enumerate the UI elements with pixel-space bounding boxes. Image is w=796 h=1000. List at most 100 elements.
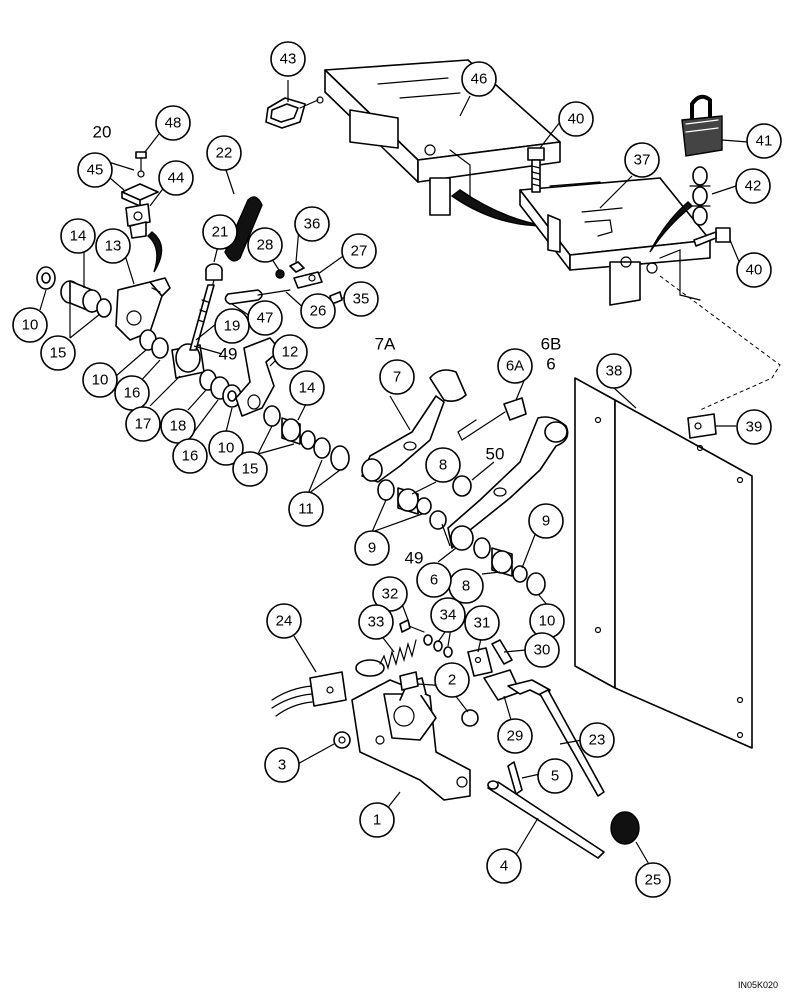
svg-text:27: 27 — [351, 243, 368, 260]
svg-text:2: 2 — [448, 672, 456, 689]
svg-text:48: 48 — [165, 115, 182, 132]
spring-33 — [355, 639, 417, 677]
nut-36 — [289, 261, 305, 273]
bushing-15-14-left — [60, 280, 112, 318]
svg-text:44: 44 — [168, 170, 185, 187]
svg-text:22: 22 — [216, 145, 233, 162]
pin-47 — [224, 289, 291, 305]
callout-25: 25 — [635, 862, 671, 898]
callout-48: 48 — [155, 105, 191, 141]
svg-text:15: 15 — [50, 345, 67, 362]
svg-text:16: 16 — [124, 385, 141, 402]
rod-21 — [189, 284, 215, 351]
pin-5 — [507, 761, 523, 795]
callout-45: 45 — [77, 152, 113, 188]
callout-41: 41 — [746, 123, 782, 159]
rod-23 — [507, 679, 605, 797]
svg-text:38: 38 — [606, 363, 623, 380]
svg-text:26: 26 — [310, 303, 327, 320]
callout-12: 12 — [272, 334, 308, 370]
svg-text:4: 4 — [500, 858, 508, 875]
svg-text:18: 18 — [170, 418, 187, 435]
svg-text:6: 6 — [430, 572, 438, 589]
callout-3: 3 — [264, 747, 300, 783]
bolt-40-top — [527, 147, 545, 193]
callout-40: 40 — [558, 101, 594, 137]
svg-text:43: 43 — [280, 51, 297, 68]
callout-16: 16 — [114, 375, 150, 411]
svg-text:10: 10 — [539, 613, 556, 630]
callout-5: 5 — [537, 758, 573, 794]
svg-text:14: 14 — [299, 380, 316, 397]
collar-21 — [205, 263, 223, 281]
callout-14: 14 — [60, 218, 96, 254]
label-49-upper: 49 — [219, 345, 238, 364]
svg-text:15: 15 — [242, 461, 259, 478]
callout-33: 33 — [358, 604, 394, 640]
callout-35: 35 — [343, 281, 379, 317]
washer-18-16 — [199, 369, 230, 400]
bracket-46 — [324, 59, 561, 216]
arrow-44-to-13 — [146, 231, 163, 273]
bushing-15-14-mid — [263, 405, 350, 471]
svg-text:8: 8 — [439, 457, 447, 474]
callout-37: 37 — [624, 142, 660, 178]
bushing-3 — [333, 731, 351, 749]
bolt-40-right — [693, 227, 731, 247]
svg-text:6A: 6A — [506, 358, 524, 375]
handle-43 — [265, 96, 324, 129]
wire-harness-24 — [271, 671, 347, 717]
callout-7: 7 — [379, 359, 415, 395]
callout-6: 6 — [416, 562, 452, 598]
pin-30 — [491, 639, 513, 665]
callout-1: 1 — [359, 802, 395, 838]
label-50: 50 — [486, 445, 505, 464]
svg-text:36: 36 — [304, 216, 321, 233]
block-31 — [467, 647, 493, 677]
callout-23: 23 — [579, 722, 615, 758]
svg-text:5: 5 — [551, 768, 559, 785]
callout-2: 2 — [434, 662, 470, 698]
label-20: 20 — [93, 123, 112, 142]
callout-22: 22 — [206, 135, 242, 171]
svg-text:31: 31 — [474, 615, 491, 632]
callout-19: 19 — [214, 308, 250, 344]
bushing-2 — [399, 671, 479, 727]
ball-28 — [275, 269, 285, 279]
label-49-lower: 49 — [405, 549, 424, 568]
callout-18: 18 — [160, 408, 196, 444]
label-6: 6 — [546, 355, 555, 374]
svg-text:9: 9 — [368, 540, 376, 557]
callout-21: 21 — [202, 214, 238, 250]
svg-text:39: 39 — [746, 419, 763, 436]
leader-lines — [39, 80, 749, 867]
callout-29: 29 — [497, 718, 533, 754]
padlock-41 — [681, 94, 723, 157]
callout-10: 10 — [529, 603, 565, 639]
callout-46: 46 — [461, 61, 497, 97]
screw-48 — [135, 151, 147, 178]
callout-10: 10 — [82, 362, 118, 398]
callout-16: 16 — [172, 438, 208, 474]
svg-text:30: 30 — [534, 642, 551, 659]
svg-text:40: 40 — [746, 262, 763, 279]
svg-text:8: 8 — [462, 578, 470, 595]
knob-25 — [610, 811, 640, 845]
svg-text:41: 41 — [756, 133, 773, 150]
callout-34: 34 — [430, 597, 466, 633]
bracket-37 — [519, 177, 711, 306]
bushing-9-8-lower — [473, 537, 546, 596]
callout-40: 40 — [736, 252, 772, 288]
svg-text:45: 45 — [87, 162, 104, 179]
callout-30: 30 — [524, 632, 560, 668]
chain-42 — [689, 166, 711, 226]
callout-27: 27 — [341, 233, 377, 269]
washers-34 — [423, 634, 453, 658]
callout-44: 44 — [158, 160, 194, 196]
callout-8: 8 — [425, 447, 461, 483]
callout-36: 36 — [294, 206, 330, 242]
callout-38: 38 — [596, 353, 632, 389]
callout-15: 15 — [232, 451, 268, 487]
svg-text:34: 34 — [440, 607, 457, 624]
callout-11: 11 — [288, 491, 324, 527]
